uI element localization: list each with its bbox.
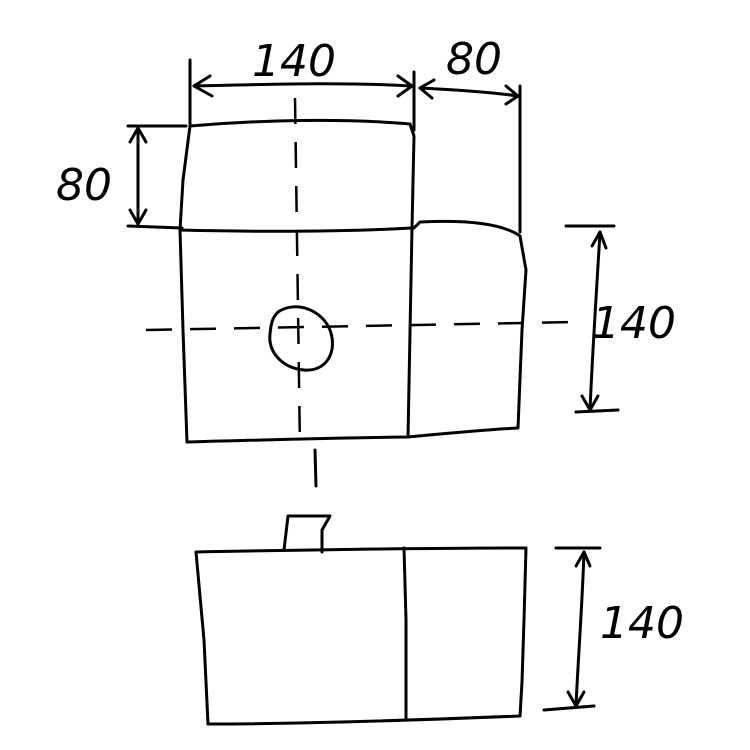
- top-view: [178, 118, 416, 233]
- front-view-right-block: [406, 219, 528, 439]
- dimension-line-side: [418, 86, 520, 98]
- vertical-center-line: [293, 97, 302, 451]
- dimension-label-bottom-height: 140: [600, 598, 684, 649]
- hole-circle: [268, 305, 334, 372]
- dimension-front-height: 140: [564, 224, 676, 414]
- center-lines: [145, 97, 577, 488]
- arrowhead-bottom-up: [574, 550, 592, 568]
- dimension-label-side-width: 80: [446, 34, 502, 85]
- horizontal-center-line: [145, 320, 577, 332]
- dimension-top-width: 140: [188, 36, 416, 132]
- extension-line-bottom-lower: [542, 704, 596, 712]
- dimension-label-front-height: 140: [592, 298, 676, 349]
- bottom-view: [194, 514, 528, 726]
- arrowhead-side-left: [418, 78, 436, 100]
- arrowhead-front-down: [580, 394, 600, 412]
- top-view-outline: [178, 118, 416, 233]
- arrowhead-top-height-down: [128, 208, 148, 226]
- arrowhead-top-height-up: [128, 126, 148, 144]
- arrowhead-front-up: [590, 230, 608, 250]
- lower-center-tick: [313, 448, 318, 488]
- dimension-line-bottom-height: [574, 550, 586, 708]
- bottom-view-outline: [194, 546, 528, 726]
- dimension-label-top-width: 140: [252, 36, 336, 87]
- bottom-view-protrusion: [282, 514, 332, 554]
- bottom-view-divider: [402, 546, 408, 722]
- front-view: [178, 219, 528, 444]
- arrowhead-left: [192, 74, 214, 98]
- dimension-label-top-height: 80: [56, 160, 112, 211]
- dimension-side-width: 80: [418, 34, 522, 234]
- dimension-line-front-height: [588, 230, 602, 412]
- dimension-bottom-height: 140: [542, 546, 684, 712]
- arrowhead-side-right: [504, 84, 520, 106]
- arrowhead-bottom-down: [566, 690, 586, 708]
- extension-line-front-lower: [574, 408, 620, 414]
- dimension-line: [192, 82, 414, 88]
- extension-line-top-lower: [126, 224, 184, 230]
- dimension-top-height: 80: [56, 124, 188, 230]
- front-view-left-block: [178, 226, 414, 444]
- arrowhead-right: [396, 74, 414, 98]
